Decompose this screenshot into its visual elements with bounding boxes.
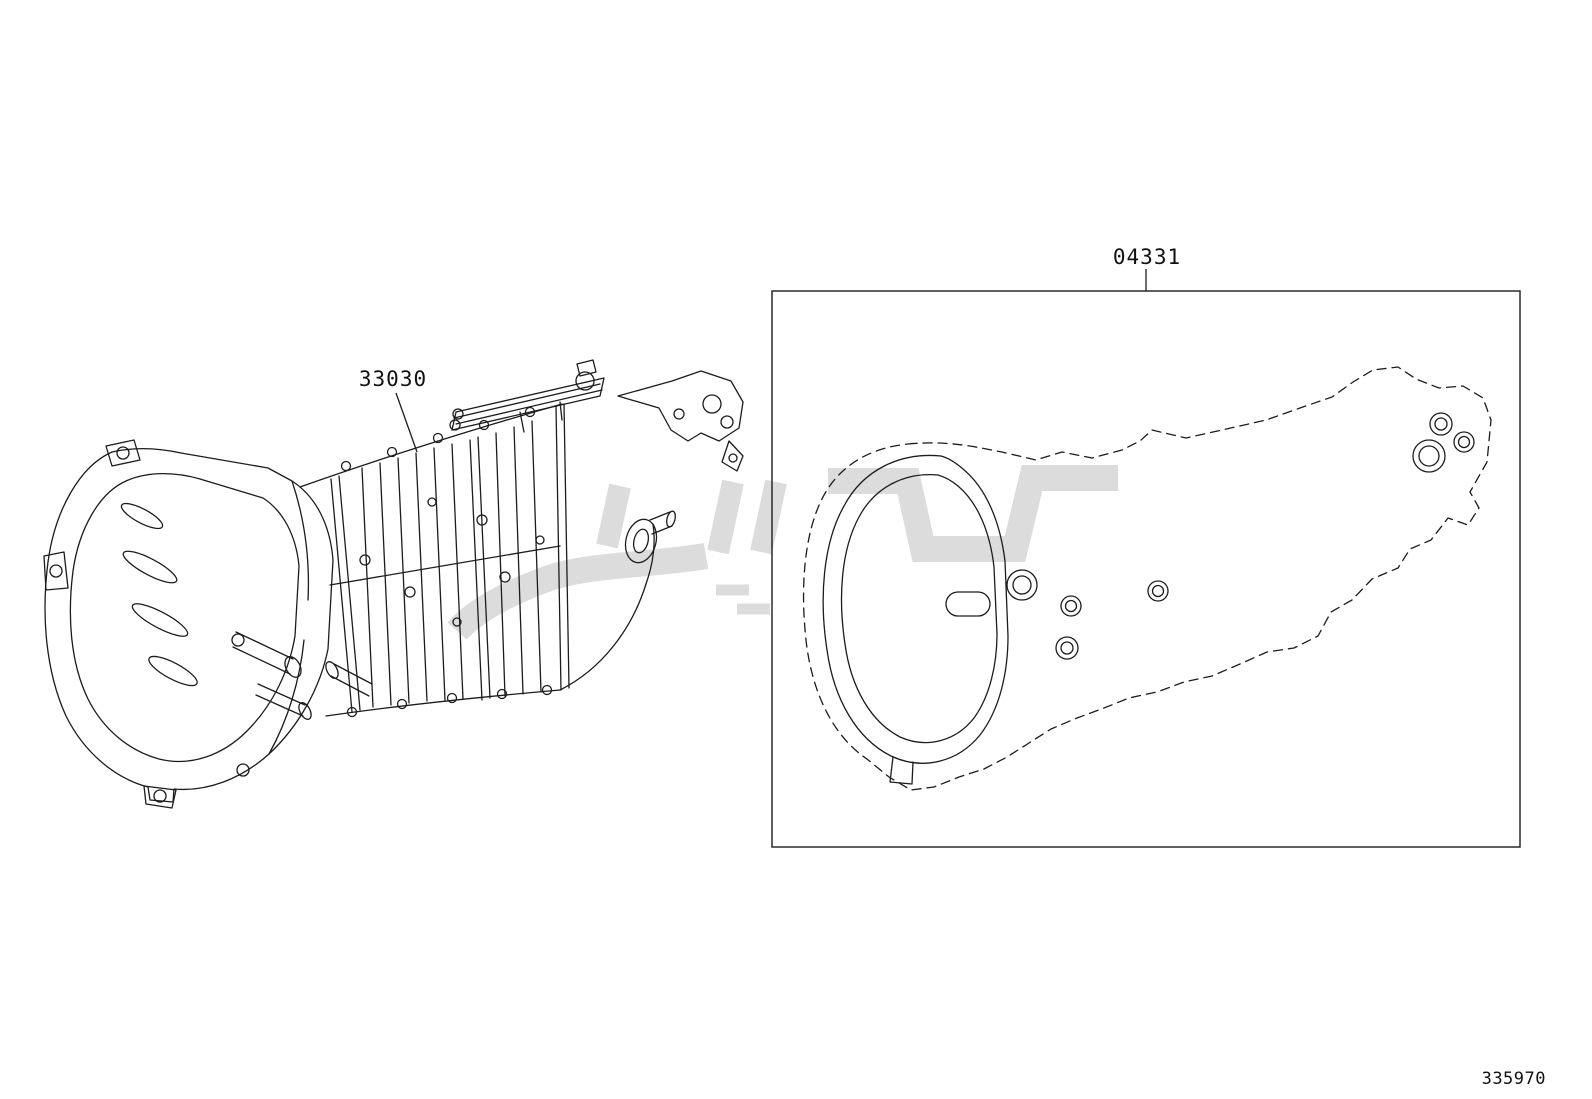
- watermark-logo: [447, 465, 1118, 640]
- transmission-assembly-drawing: [43, 359, 744, 809]
- leader-line-transmission: [395, 392, 418, 453]
- part-label-gasket-kit[interactable]: 04331: [1112, 245, 1182, 269]
- part-label-transmission[interactable]: 33030: [358, 367, 428, 391]
- gasket-kit-box: [771, 290, 1521, 848]
- figure-code: 335970: [1481, 1069, 1546, 1089]
- gasket-kit-drawing: [802, 366, 1492, 791]
